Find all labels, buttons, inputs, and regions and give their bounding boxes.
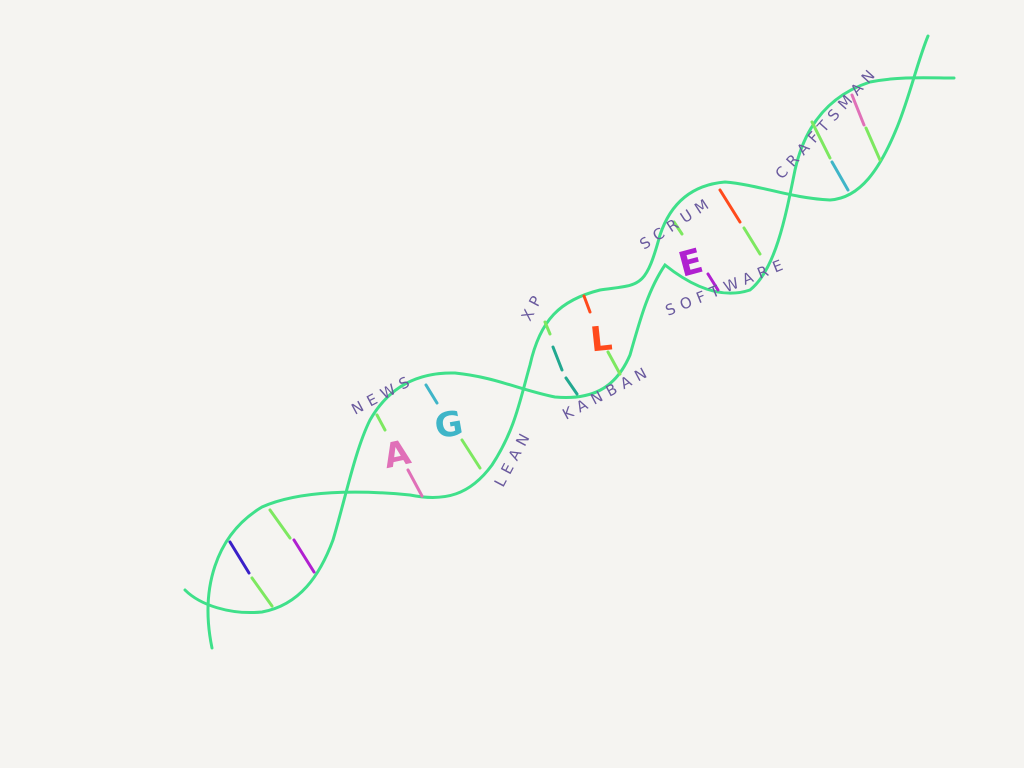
word-craftsman: CRAFTSMAN [772, 62, 883, 183]
rung [250, 576, 274, 608]
rung [228, 540, 251, 575]
rung [864, 126, 882, 162]
letter-a: A [380, 432, 415, 477]
rung [672, 220, 684, 236]
rung [292, 538, 316, 574]
letter-g: G [432, 403, 466, 447]
rung [551, 345, 564, 372]
rung [742, 226, 762, 256]
letter-e: E [674, 241, 707, 286]
rung [706, 272, 720, 292]
base-pair-rungs [228, 93, 882, 608]
rung [375, 413, 387, 432]
rung [424, 383, 439, 405]
rung [606, 350, 622, 376]
word-kanban: KANBAN [559, 361, 655, 423]
word-xp: XP [518, 288, 549, 324]
rung [810, 120, 832, 160]
rung [582, 294, 592, 314]
rung [460, 438, 482, 470]
rung [718, 188, 742, 224]
rung [830, 160, 850, 192]
rung [406, 468, 424, 498]
helix-strand-b [183, 76, 956, 615]
rung [850, 93, 866, 127]
helix-strand-a [206, 34, 930, 650]
word-news: NEWS [348, 370, 417, 418]
word-scrum: SCRUM [636, 192, 717, 253]
rung [268, 508, 292, 540]
letter-l: L [588, 318, 614, 360]
rung [543, 320, 552, 336]
rung [564, 376, 579, 396]
